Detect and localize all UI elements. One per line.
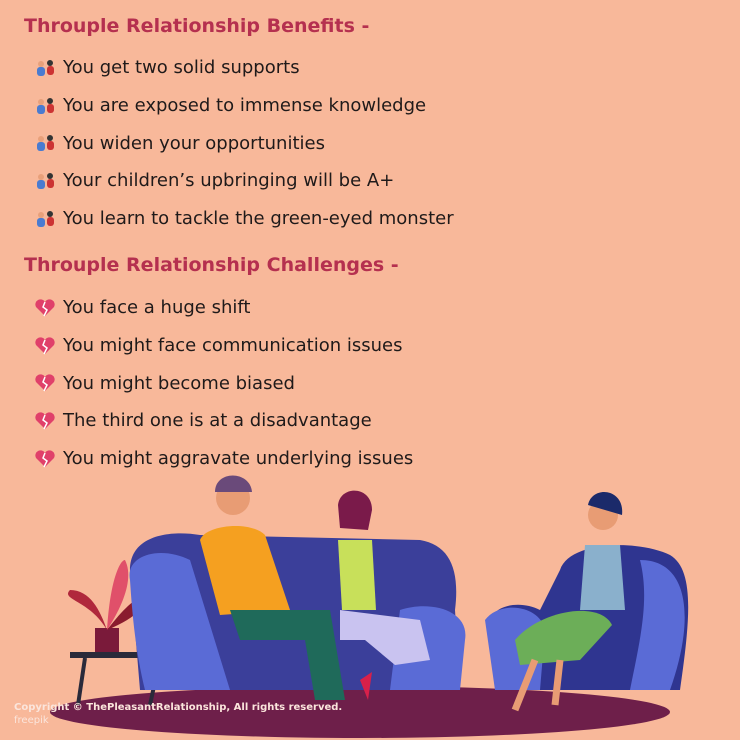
people-icon <box>37 210 54 227</box>
people-icon <box>37 97 54 114</box>
therapist <box>511 492 625 712</box>
people-icon <box>37 135 54 152</box>
list-item: You are exposed to immense knowledge <box>34 87 454 125</box>
benefits-heading: Throuple Relationship Benefits - <box>24 15 370 37</box>
list-item: You face a huge shift <box>34 289 413 327</box>
people-icon <box>37 59 54 76</box>
list-item: You widen your opportunities <box>34 124 454 162</box>
list-item: You might aggravate underlying issues <box>34 440 413 478</box>
rug <box>50 686 670 738</box>
image-credit: freepik <box>14 715 49 726</box>
benefits-list: You get two solid supports You are expos… <box>34 49 454 237</box>
man <box>200 475 345 700</box>
copyright-text: Copyright © ThePleasantRelationship, All… <box>14 702 343 713</box>
list-item: You get two solid supports <box>34 49 454 87</box>
challenges-heading: Throuple Relationship Challenges - <box>24 254 399 276</box>
woman-middle <box>338 490 430 700</box>
list-item: You learn to tackle the green-eyed monst… <box>34 200 454 238</box>
broken-heart-icon <box>35 336 55 354</box>
broken-heart-icon <box>35 412 55 430</box>
list-item: The third one is at a disadvantage <box>34 402 413 440</box>
list-item: You might become biased <box>34 364 413 402</box>
list-item: Your children’s upbringing will be A+ <box>34 162 454 200</box>
broken-heart-icon <box>35 299 55 317</box>
challenges-list: You face a huge shift You might face com… <box>34 289 413 477</box>
broken-heart-icon <box>35 449 55 467</box>
people-icon <box>37 172 54 189</box>
therapy-illustration <box>50 475 689 738</box>
broken-heart-icon <box>35 374 55 392</box>
list-item: You might face communication issues <box>34 327 413 365</box>
